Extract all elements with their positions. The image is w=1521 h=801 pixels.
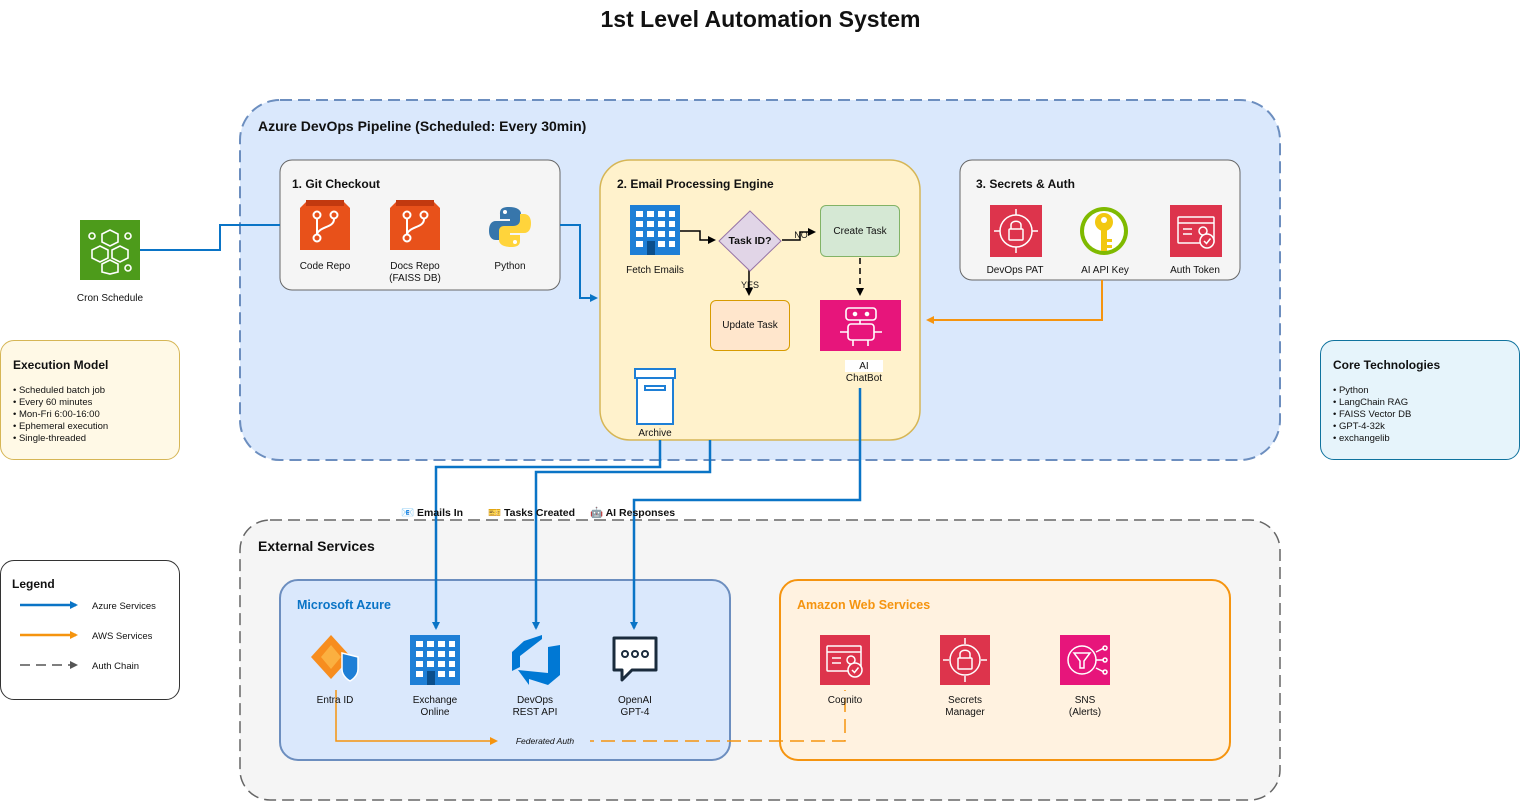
emails-in-connector [432,440,662,630]
fetch-to-decision-connector [680,230,716,244]
execution-model-panel: Execution Model • Scheduled batch job • … [0,340,180,460]
devops-rest-api-label: DevOps REST API [512,695,558,718]
secrets-manager-label: Secrets Manager [945,695,985,718]
decision-no-connector [782,228,816,241]
entra-id-icon [311,635,359,682]
federated-auth-label: Federated Auth [500,735,590,747]
emails-in-label: 📧 Emails In [401,507,464,519]
core-tech-item: • FAISS Vector DB [1333,409,1412,420]
chatbot-icon [820,300,901,351]
exchange-online-icon [410,635,460,685]
tasks-created-label: 🎫 Tasks Created [488,507,575,519]
core-tech-item: • Python [1333,385,1369,396]
federated-auth-orange [335,690,498,745]
code-repo-label: Code Repo [299,261,351,272]
ai-responses-connector [630,388,862,630]
legend-azure-label: Azure Services [92,601,156,612]
core-tech-item: • LangChain RAG [1333,397,1409,408]
azure-box [279,579,731,761]
fetch-emails-icon [630,205,680,255]
ai-api-key-label: AI API Key [1081,265,1129,276]
no-label: NO [794,230,808,240]
federated-auth-dashed [580,690,846,742]
create-task-node [820,205,900,257]
create-task-label: Create Task [833,226,887,237]
execution-model-item: • Ephemeral execution [13,421,109,432]
code-repo-icon [300,200,350,250]
archive-icon [634,368,676,425]
cron-connector [140,224,280,251]
core-tech-title: Core Technologies [1333,358,1441,372]
core-tech-item: • GPT-4-32k [1333,421,1385,432]
cognito-label: Cognito [827,695,863,706]
sns-icon [1060,635,1110,685]
secrets-manager-icon [940,635,990,685]
cron-schedule-icon [80,220,140,280]
exchange-online-label: Exchange Online [412,695,458,718]
archive-label: Archive [638,428,672,439]
pipeline-label: Azure DevOps Pipeline (Scheduled: Every … [258,118,587,134]
engine-title: 2. Email Processing Engine [617,177,774,191]
openai-gpt4-icon [612,636,658,682]
core-tech-item: • exchangelib [1333,433,1390,444]
decision-diamond [718,210,782,272]
ai-responses-label: 🤖 AI Responses [590,507,676,519]
secrets-title: 3. Secrets & Auth [976,177,1075,191]
secrets-to-chatbot-connector [926,280,1103,324]
decision-label: Task ID? [728,235,772,247]
python-label: Python [494,261,526,272]
git-to-engine-connector [560,224,598,302]
diagram-title: 1st Level Automation System [600,6,921,32]
update-task-label: Update Task [722,320,778,331]
core-tech-panel: Core Technologies • Python • LangChain R… [1320,340,1520,460]
sns-label: SNS (Alerts) [1068,695,1102,718]
ai-api-key-icon [1080,207,1128,255]
legend-aws-label: AWS Services [92,631,153,642]
legend-auth-label: Auth Chain [92,661,140,672]
devops-pat-icon [990,205,1042,257]
external-label: External Services [258,538,375,554]
openai-gpt4-label: OpenAI GPT-4 [618,695,652,718]
legend-panel [0,560,180,700]
chatbot-label: AI ChatBot [845,361,883,384]
chatbot-label-bg [845,360,883,372]
docs-repo-label: Docs Repo (FAISS DB) [389,261,441,284]
aws-box [779,579,1231,761]
execution-model-item: • Every 60 minutes [13,397,93,408]
azure-title: Microsoft Azure [297,598,391,612]
devops-pat-label: DevOps PAT [986,265,1044,276]
execution-model-item: • Mon-Fri 6:00-16:00 [13,409,100,420]
python-icon [489,207,531,247]
legend-title: Legend [12,577,55,591]
cron-schedule-label: Cron Schedule [76,293,144,304]
fetch-emails-label: Fetch Emails [626,265,684,276]
cognito-icon [820,635,870,685]
devops-rest-api-icon [512,635,560,685]
tasks-created-connector [532,440,712,630]
git-checkout-title: 1. Git Checkout [292,177,381,191]
execution-model-item: • Scheduled batch job [13,385,106,396]
docs-repo-icon [390,200,440,250]
execution-model-title: Execution Model [13,358,109,372]
auth-token-label: Auth Token [1170,265,1220,276]
auth-token-icon [1170,205,1222,257]
yes-label: YES [740,280,759,290]
update-task-node [710,300,790,351]
entra-id-label: Entra ID [316,695,354,706]
aws-title: Amazon Web Services [797,598,931,612]
execution-model-item: • Single-threaded [13,433,87,444]
